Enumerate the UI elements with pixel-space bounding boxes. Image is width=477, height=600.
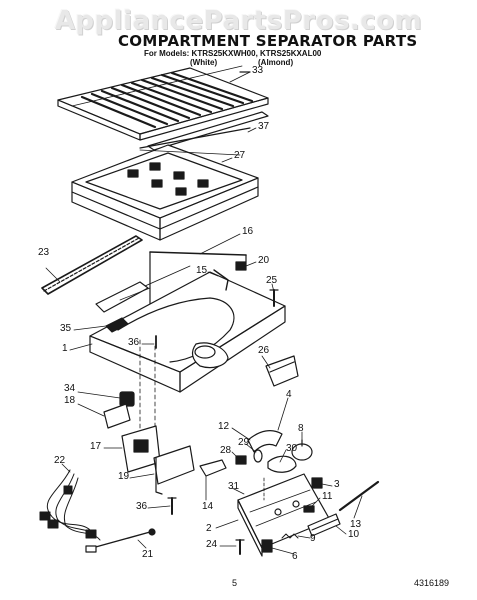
- part-24-screw: [235, 539, 245, 555]
- callout-8: 8: [298, 423, 304, 434]
- callout-4: 4: [286, 389, 292, 400]
- part-10-switch: [307, 513, 341, 537]
- part-3-bracket: [311, 477, 323, 489]
- part-35-bracket: [105, 317, 129, 333]
- part-27-frame: [71, 144, 259, 241]
- callout-3: 3: [334, 479, 340, 490]
- callout-1: 1: [62, 343, 68, 354]
- callout-15: 15: [196, 265, 208, 276]
- callout-19: 19: [118, 471, 130, 482]
- callout-10: 10: [348, 529, 360, 540]
- part-15-hinge: [213, 269, 229, 291]
- callout-16: 16: [242, 226, 254, 237]
- part-36-screw-lower: [167, 497, 177, 515]
- model-numbers: For Models: KTRS25KXWH00, KTRS25KXAL00: [144, 49, 322, 58]
- callout-28: 28: [220, 445, 232, 456]
- callout-12: 12: [218, 421, 230, 432]
- part-14-lever: [199, 459, 227, 477]
- callout-2: 2: [206, 523, 212, 534]
- callout-24: 24: [206, 539, 218, 550]
- callout-26: 26: [258, 345, 270, 356]
- leader-lines: [45, 71, 363, 555]
- part-23-gasket-strip: [41, 235, 143, 295]
- callout-29: 29: [238, 437, 250, 448]
- part-12-duct: [247, 430, 283, 453]
- part-6-grommet: [261, 539, 273, 553]
- page-number: 5: [232, 578, 238, 588]
- part-number: 4316189: [414, 578, 450, 588]
- part-37-strip: [139, 111, 269, 151]
- part-20-clip: [235, 261, 247, 271]
- part-26-damper: [265, 355, 299, 387]
- callout-9: 9: [310, 533, 316, 544]
- part-29-bulb: [253, 449, 263, 463]
- callout-25: 25: [266, 275, 278, 286]
- callout-30: 30: [286, 443, 298, 454]
- callout-13: 13: [350, 519, 362, 530]
- callout-20: 20: [258, 255, 270, 266]
- callout-37: 37: [258, 121, 270, 132]
- callout-27: 27: [234, 150, 246, 161]
- variant-white: (White): [190, 58, 218, 67]
- callout-21: 21: [142, 549, 154, 560]
- part-34-knob: [119, 391, 135, 407]
- callout-34: 34: [64, 383, 76, 394]
- callout-35: 35: [60, 323, 72, 334]
- part-9-spring: [281, 533, 299, 539]
- part-8-motor: [291, 439, 313, 461]
- watermark: AppliancePartsPros.com: [54, 6, 423, 36]
- page-title: COMPARTMENT SEPARATOR PARTS: [118, 32, 418, 50]
- callout-6: 6: [292, 551, 298, 562]
- callout-36-lower: 36: [136, 501, 148, 512]
- part-11-clip: [303, 505, 315, 513]
- callout-31: 31: [228, 481, 240, 492]
- callout-18: 18: [64, 395, 76, 406]
- part-28-clip: [235, 455, 247, 465]
- callout-17: 17: [90, 441, 102, 452]
- callout-36-upper: 36: [128, 337, 140, 348]
- part-1-divider-base: [89, 265, 286, 441]
- part-18-housing: [103, 403, 131, 429]
- variant-almond: (Almond): [258, 58, 294, 67]
- callout-23: 23: [38, 247, 50, 258]
- callout-33: 33: [252, 65, 264, 76]
- part-13-rod: [338, 480, 380, 512]
- part-19-cover: [153, 445, 195, 495]
- part-33-shelf-grille: [57, 65, 269, 141]
- part-17-control-box: [121, 425, 161, 473]
- callout-22: 22: [54, 455, 66, 466]
- callout-14: 14: [202, 501, 214, 512]
- part-25-screw: [269, 289, 279, 307]
- part-22-wire-harness: [39, 469, 101, 541]
- part-21-sensor-wire: [85, 528, 156, 553]
- part-31-mount-plate: [237, 473, 331, 557]
- part-30-fan: [267, 455, 297, 473]
- callout-11: 11: [322, 491, 333, 502]
